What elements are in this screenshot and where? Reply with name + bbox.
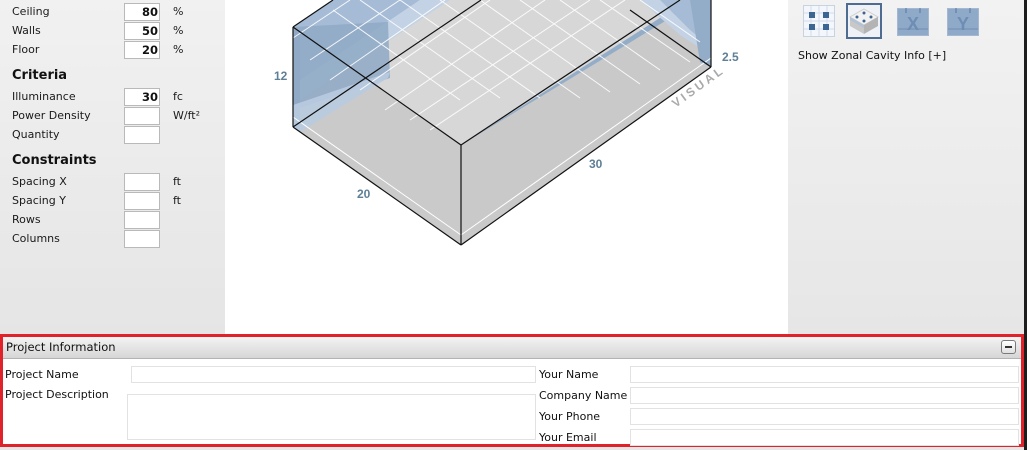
- grid-plan-icon: [803, 5, 835, 37]
- project-information-header[interactable]: Project Information: [3, 337, 1021, 359]
- illuminance-row: Illuminance 30 fc: [12, 88, 222, 107]
- y-axis-section-icon: Y: [947, 8, 979, 36]
- rows-row: Rows: [12, 211, 222, 230]
- illuminance-label: Illuminance: [12, 90, 76, 103]
- ceiling-unit: %: [173, 5, 184, 18]
- spacing-x-label: Spacing X: [12, 175, 67, 188]
- room-3d-view[interactable]: VISUAL 12 20 30 2.5: [225, 0, 788, 334]
- spacing-y-label: Spacing Y: [12, 194, 66, 207]
- ceiling-reflectance-input[interactable]: 80: [124, 3, 160, 21]
- rows-input[interactable]: [124, 211, 160, 229]
- company-name-label: Company Name: [539, 389, 628, 402]
- columns-label: Columns: [12, 232, 60, 245]
- room-width-label: 20: [357, 187, 371, 201]
- ceiling-label: Ceiling: [12, 5, 50, 18]
- your-name-input[interactable]: [630, 366, 1019, 383]
- svg-text:Y: Y: [957, 14, 969, 34]
- columns-input[interactable]: [124, 230, 160, 248]
- quantity-input[interactable]: [124, 126, 160, 144]
- spacing-y-input[interactable]: [124, 192, 160, 210]
- your-phone-input[interactable]: [630, 408, 1019, 425]
- power-density-row: Power Density W/ft²: [12, 107, 222, 126]
- window-edge: [1024, 0, 1027, 450]
- 3d-view-button[interactable]: [846, 3, 882, 39]
- power-density-label: Power Density: [12, 109, 91, 122]
- calculation-inputs-panel: Ceiling 80 % Walls 50 % Floor 20 % Crite…: [0, 0, 225, 334]
- your-email-label: Your Email: [539, 431, 597, 444]
- rows-label: Rows: [12, 213, 41, 226]
- spacing-y-row: Spacing Y ft: [12, 192, 222, 211]
- show-zonal-cavity-info-link[interactable]: Show Zonal Cavity Info [+]: [798, 49, 947, 62]
- cube-3d-icon: [846, 3, 882, 39]
- quantity-label: Quantity: [12, 128, 60, 141]
- spacing-x-unit: ft: [173, 175, 181, 188]
- criteria-heading: Criteria: [12, 68, 68, 83]
- spacing-x-row: Spacing X ft: [12, 173, 222, 192]
- company-name-input[interactable]: [630, 387, 1019, 404]
- room-length-label: 30: [589, 157, 603, 171]
- power-density-unit: W/ft²: [173, 109, 200, 122]
- spacing-x-input[interactable]: [124, 173, 160, 191]
- spacing-y-unit: ft: [173, 194, 181, 207]
- power-density-input[interactable]: [124, 107, 160, 125]
- ceiling-reflectance-row: Ceiling 80 %: [12, 3, 222, 22]
- walls-unit: %: [173, 24, 184, 37]
- walls-reflectance-row: Walls 50 %: [12, 22, 222, 41]
- room-height-label: 12: [274, 69, 288, 83]
- walls-reflectance-input[interactable]: 50: [124, 22, 160, 40]
- x-axis-section-icon: X: [897, 8, 929, 36]
- your-phone-label: Your Phone: [539, 410, 601, 423]
- floor-reflectance-input[interactable]: 20: [124, 41, 160, 59]
- your-name-label: Your Name: [539, 368, 599, 381]
- view-tools-panel: X Y Show Zonal Cavity Info [+]: [788, 0, 1024, 334]
- project-information-title: Project Information: [6, 340, 116, 354]
- constraints-heading: Constraints: [12, 153, 97, 168]
- svg-text:X: X: [907, 14, 919, 34]
- collapse-icon[interactable]: [1001, 340, 1016, 354]
- floor-label: Floor: [12, 43, 40, 56]
- plan-view-button[interactable]: [803, 5, 835, 37]
- room-box-graphic: VISUAL: [289, 0, 728, 246]
- your-email-input[interactable]: [630, 429, 1019, 446]
- x-section-button[interactable]: X: [897, 5, 929, 37]
- workplane-height-label: 2.5: [722, 50, 739, 64]
- walls-label: Walls: [12, 24, 41, 37]
- illuminance-input[interactable]: 30: [124, 88, 160, 106]
- project-name-label: Project Name: [5, 368, 79, 381]
- project-description-label: Project Description: [5, 388, 109, 401]
- floor-unit: %: [173, 43, 184, 56]
- illuminance-unit: fc: [173, 90, 183, 103]
- project-name-input[interactable]: [131, 366, 536, 383]
- project-information-panel: Project Information Project Name Project…: [0, 334, 1024, 447]
- quantity-row: Quantity: [12, 126, 222, 145]
- floor-reflectance-row: Floor 20 %: [12, 41, 222, 60]
- columns-row: Columns: [12, 230, 222, 249]
- project-description-textarea[interactable]: [127, 394, 536, 440]
- y-section-button[interactable]: Y: [947, 5, 979, 37]
